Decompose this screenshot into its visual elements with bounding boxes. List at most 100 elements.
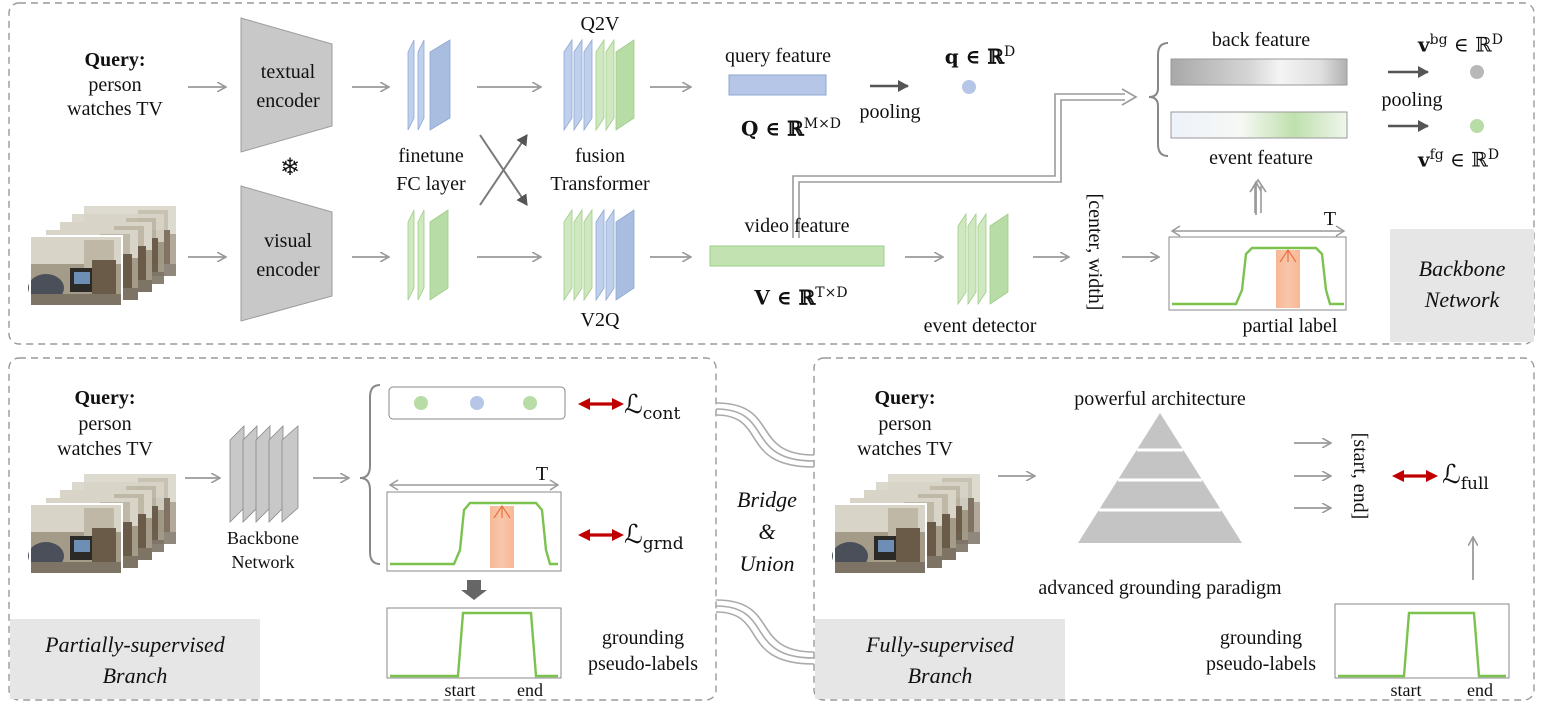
bridge-ribbons bbox=[715, 402, 815, 665]
vfg-rest: ∈ ℝ bbox=[1443, 147, 1488, 172]
bb-query-text-2: watches TV bbox=[67, 98, 163, 120]
q2v-label: Q2V bbox=[580, 13, 620, 35]
pooling-label: pooling bbox=[859, 101, 921, 123]
fusion-label-2: Transformer bbox=[550, 173, 650, 195]
event-detector-label: event detector bbox=[923, 315, 1037, 337]
finetune-fc-stack-text bbox=[407, 39, 451, 131]
event-feature-bar bbox=[1170, 111, 1348, 139]
pt-pseudo-2: pseudo-labels bbox=[588, 653, 698, 675]
loss-cont-main: ℒ bbox=[624, 390, 643, 420]
backbone-panel-label-2: Network bbox=[1424, 287, 1500, 312]
pt-query-text-2: watches TV bbox=[57, 438, 153, 460]
fl-query-text-2: watches TV bbox=[857, 438, 953, 460]
fl-pseudo-1: grounding bbox=[1219, 627, 1303, 649]
event-feature-label: event feature bbox=[1209, 147, 1313, 169]
full-panel-label-1: Fully-supervised bbox=[866, 632, 1014, 657]
query-matrix-sup: M×D bbox=[803, 116, 842, 132]
partial-label-plot bbox=[1168, 225, 1347, 311]
partial-label-caption: partial label bbox=[1242, 315, 1338, 337]
backbone-stack-partial bbox=[229, 425, 299, 523]
q-vec-sup: D bbox=[1004, 44, 1016, 60]
textual-encoder-shape bbox=[240, 17, 333, 153]
pt-backbone-2: Network bbox=[231, 552, 295, 572]
video-matrix-label: V ∈ ℝT×D bbox=[726, 281, 876, 310]
vfg-sup: fg bbox=[1429, 147, 1444, 163]
down-arrow bbox=[461, 580, 487, 600]
partial-T-label: T bbox=[1323, 208, 1337, 230]
visual-encoder-label-1: visual bbox=[264, 230, 312, 252]
v2q-stack bbox=[563, 208, 635, 302]
pt-pseudo-1: grounding bbox=[601, 627, 685, 649]
query-feature-label: query feature bbox=[724, 45, 832, 67]
fl-start: start bbox=[1390, 680, 1422, 700]
q-vec-main: q ∈ ℝ bbox=[944, 44, 1005, 69]
pt-T-label: T bbox=[535, 463, 549, 485]
q-vec-label: q ∈ ℝD bbox=[930, 40, 1030, 69]
loss-grnd-main: ℒ bbox=[624, 520, 643, 550]
textual-encoder-label-2: encoder bbox=[256, 90, 320, 112]
fusion-label-1: fusion bbox=[575, 145, 625, 167]
start-end-label: [start, end] bbox=[1349, 432, 1371, 520]
bb-query-label: Query: bbox=[84, 49, 146, 71]
vfg-label: vfg ∈ ℝD bbox=[1418, 143, 1530, 172]
q2v-stack bbox=[563, 38, 635, 132]
loss-full: ℒfull bbox=[1442, 460, 1522, 499]
fl-query-text-1: person bbox=[878, 413, 932, 435]
partial-brace bbox=[359, 384, 381, 565]
loss-cont: ℒcont bbox=[624, 390, 704, 429]
fl-query-label: Query: bbox=[874, 387, 936, 409]
full-panel-label-2: Branch bbox=[907, 663, 973, 688]
video-matrix-sup: T×D bbox=[815, 285, 848, 301]
query-feature-bar bbox=[728, 74, 827, 96]
v2q-label: V2Q bbox=[580, 309, 620, 331]
full-pseudo-plot bbox=[1334, 603, 1510, 679]
cont-dot-q bbox=[470, 396, 484, 410]
full-panel bbox=[813, 357, 1535, 701]
query-matrix-label: Q ∈ ℝM×D bbox=[716, 112, 866, 141]
back-feature-bar bbox=[1170, 58, 1348, 86]
pt-backbone-1: Backbone bbox=[227, 528, 299, 548]
loss-cont-sub: cont bbox=[642, 404, 681, 425]
feature-brace bbox=[1148, 42, 1169, 157]
vfg-rest-sup: D bbox=[1487, 147, 1500, 163]
pooling2-label: pooling bbox=[1381, 89, 1443, 111]
backbone-panel-label-1: Backbone bbox=[1418, 256, 1506, 281]
visual-encoder-label-2: encoder bbox=[256, 259, 320, 281]
q-dot bbox=[962, 80, 976, 94]
vfg-main: v bbox=[1418, 147, 1430, 172]
partial-panel-label-2: Branch bbox=[102, 663, 168, 688]
loss-grnd-sub: grnd bbox=[642, 534, 684, 555]
bridge-1: Bridge bbox=[737, 487, 797, 512]
video-frames-full bbox=[832, 474, 980, 575]
bb-query-text-1: person bbox=[88, 74, 142, 96]
loss-grnd: ℒgrnd bbox=[624, 520, 704, 559]
vbg-sup: bg bbox=[1429, 32, 1448, 48]
vbg-rest: ∈ ℝ bbox=[1447, 32, 1492, 57]
loss-full-sub: full bbox=[1460, 474, 1489, 495]
back-feature-label: back feature bbox=[1211, 29, 1311, 51]
backbone-panel bbox=[8, 2, 1535, 345]
video-frames-top bbox=[28, 206, 176, 307]
video-feature-bar bbox=[709, 245, 885, 267]
finetune-label-2: FC layer bbox=[396, 173, 466, 195]
fl-pseudo-2: pseudo-labels bbox=[1206, 653, 1316, 675]
cont-dot-fg bbox=[414, 396, 428, 410]
fl-end: end bbox=[1467, 680, 1493, 700]
video-matrix-main: V ∈ ℝ bbox=[754, 285, 816, 310]
partial-grounding-plot bbox=[386, 479, 562, 572]
powerful-label: powerful architecture bbox=[1074, 388, 1246, 410]
vbg-main: v bbox=[1418, 32, 1430, 57]
vbg-dot bbox=[1470, 65, 1484, 79]
center-width-label: [center, width] bbox=[1084, 193, 1106, 311]
vbg-rest-sup: D bbox=[1491, 32, 1503, 48]
visual-encoder-shape bbox=[240, 185, 333, 322]
finetune-fc-stack-video bbox=[407, 209, 449, 301]
finetune-label-1: finetune bbox=[398, 145, 464, 167]
loss-full-main: ℒ bbox=[1442, 460, 1461, 490]
pt-start: start bbox=[444, 680, 476, 700]
